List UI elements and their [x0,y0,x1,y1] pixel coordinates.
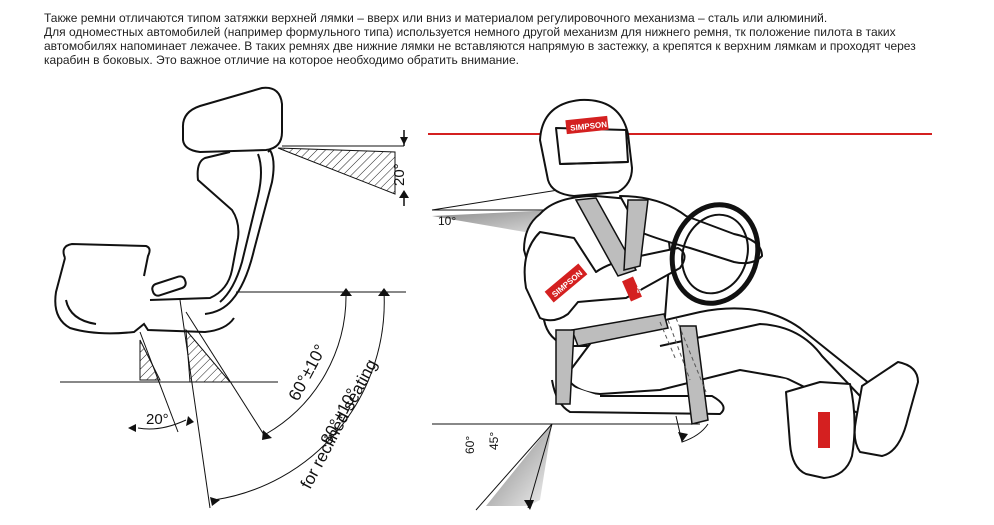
seat-back [149,151,240,301]
driver-figure [523,98,919,479]
paragraph-belt-types: Также ремни отличаются типом затяжки вер… [44,11,828,25]
seat-belt-slot [151,275,187,297]
driver-angle-60-label: 60° [463,436,477,454]
boot-right [853,361,919,457]
article-text: Также ремни отличаются типом затяжки вер… [44,11,944,67]
seat-angle-mid-label: 60°±10° [285,341,330,404]
glove-brand: SIMPSON [637,270,643,293]
driver-angle-shoulder-label: 10° [438,214,456,228]
driver-angle-45-label: 45° [487,432,501,450]
harness-belts [555,197,709,425]
brand-patches: SIMPSON SIMPSON SIMPSON SIMPSON [544,115,844,448]
seat-cushion [62,242,151,277]
seat-headrest [181,86,283,154]
seat-angle-top-label: 20° [391,163,408,186]
seat-diagram [54,86,283,335]
seat-angle-bottom-label: 20° [146,411,169,428]
paragraph-formula-belts: Для одноместных автомобилей (например фо… [44,25,916,67]
boot-brand: SIMPSON [838,405,844,433]
steering-wheel [669,202,761,306]
helmet-brand: SIMPSON [570,120,608,133]
